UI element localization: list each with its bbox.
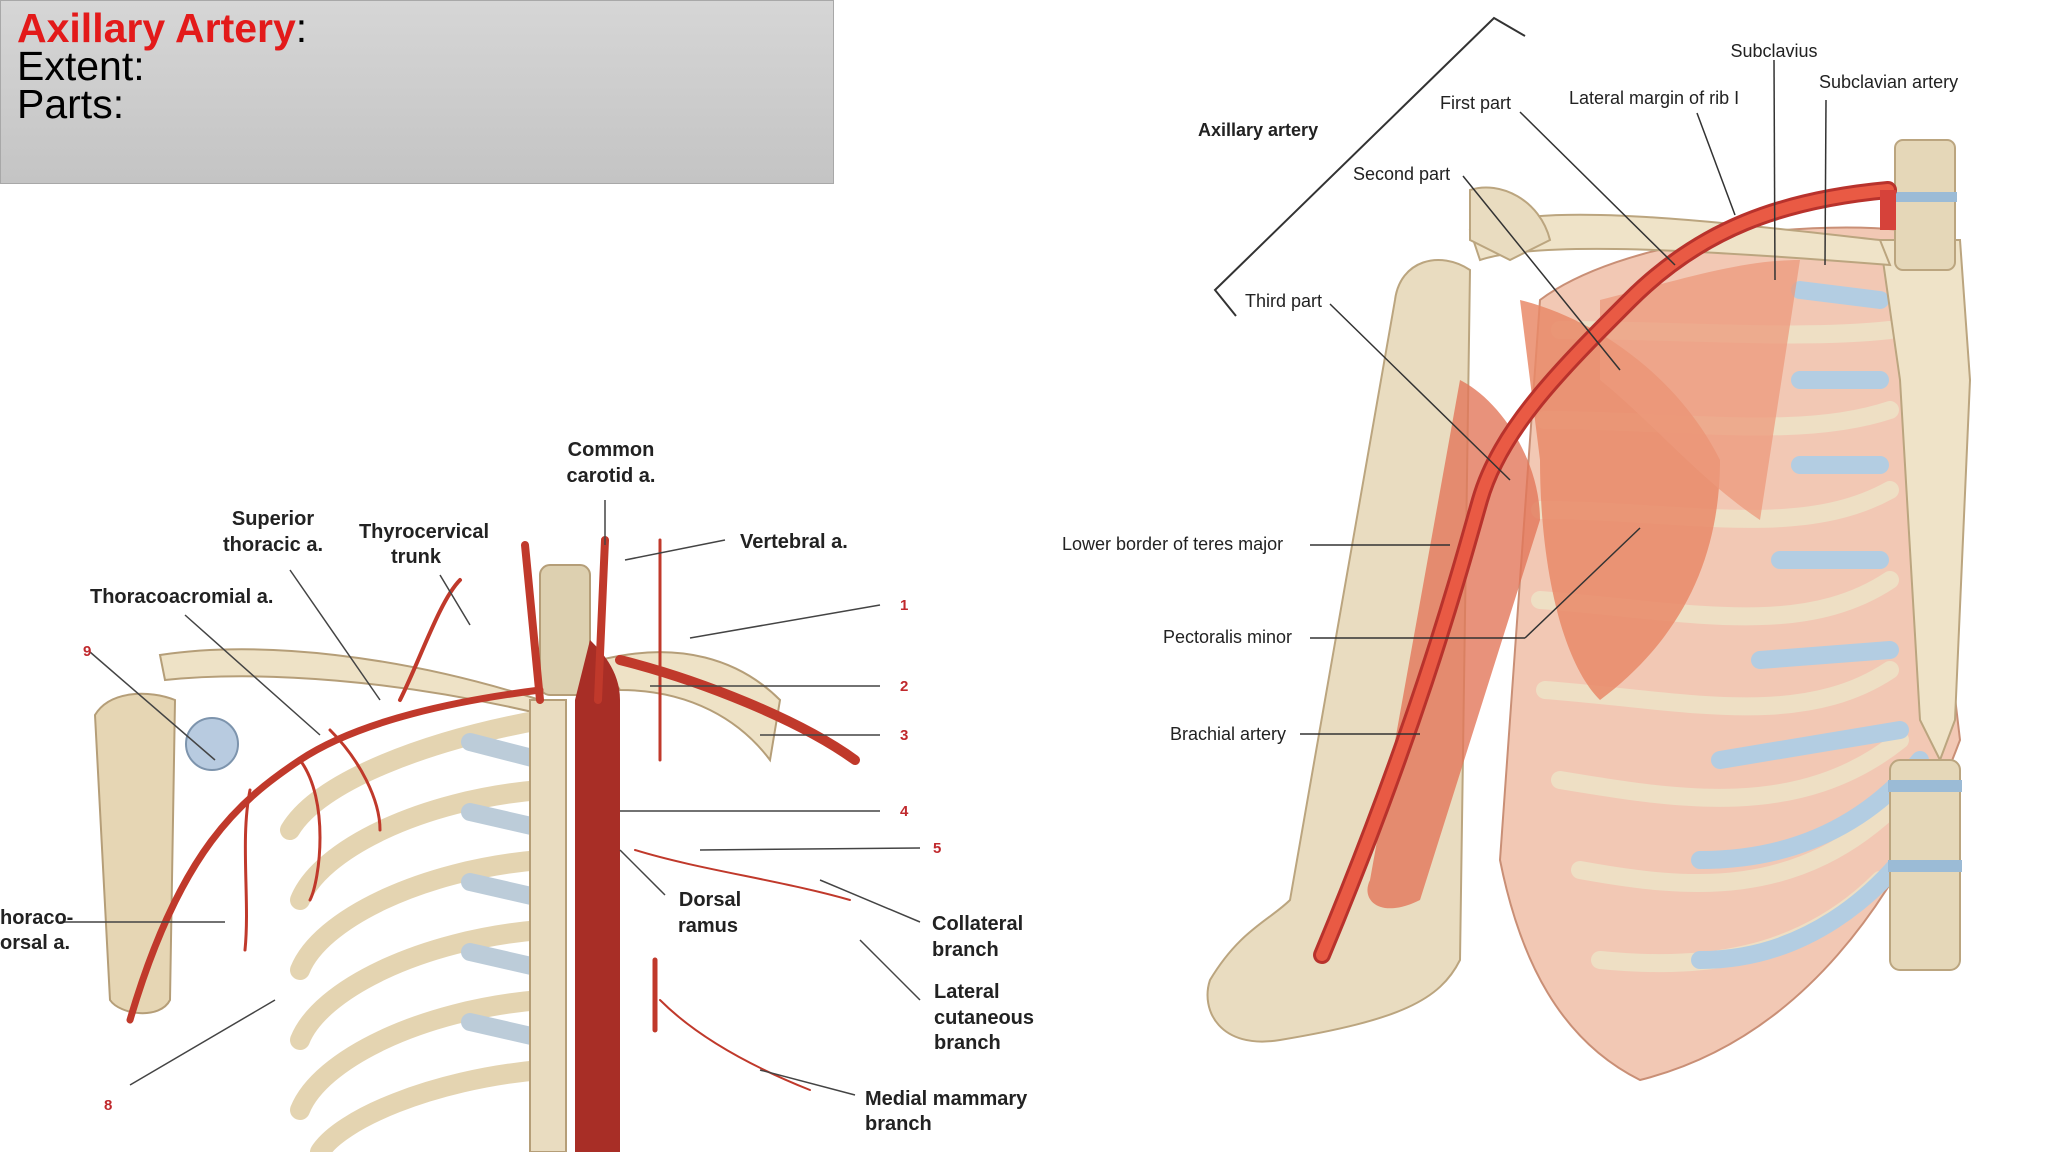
number-5: 5 — [933, 840, 941, 857]
right-clavicle — [1468, 213, 1892, 267]
label-medial-mammary-1: Medial mammary — [865, 1088, 1028, 1110]
number-9: 9 — [83, 643, 91, 660]
label-common-carotid-1: Common — [568, 439, 655, 461]
number-4: 4 — [900, 803, 909, 820]
right-sternum — [1878, 239, 1972, 763]
right-leader-lines — [1300, 59, 1827, 735]
title-line: Axillary Artery: — [17, 8, 833, 49]
label-first-part: First part — [1440, 93, 1511, 113]
label-lateral-cutaneous-2: cutaneous — [934, 1007, 1034, 1029]
number-3: 3 — [900, 727, 908, 744]
label-dorsal-ramus-1: Dorsal — [679, 889, 741, 911]
left-costal-cartilage — [461, 733, 549, 1047]
label-thoracoacromial: Thoracoacromial a. — [90, 586, 273, 608]
label-subclavius: Subclavius — [1730, 41, 1817, 61]
left-number-labels: 1 2 3 4 5 8 9 — [83, 597, 941, 1114]
right-axillary-artery — [1316, 184, 1894, 961]
left-ribs — [280, 710, 550, 1152]
left-aorta — [575, 640, 620, 1152]
label-subclavian-artery: Subclavian artery — [1819, 72, 1958, 92]
left-humerus — [93, 692, 177, 1015]
label-dorsal-ramus-2: ramus — [678, 915, 738, 937]
parts-label: Parts: — [17, 81, 125, 127]
extent-label: Extent: — [17, 43, 145, 89]
label-brachial-artery: Brachial artery — [1170, 724, 1286, 744]
label-collateral-1: Collateral — [932, 913, 1023, 935]
label-axillary-artery: Axillary artery — [1198, 120, 1318, 140]
label-thyrocervical-1: Thyrocervical — [359, 521, 489, 543]
label-vertebral: Vertebral a. — [740, 531, 848, 553]
label-second-part: Second part — [1353, 164, 1450, 184]
label-lateral-cutaneous-1: Lateral — [934, 981, 1000, 1003]
title-box: Axillary Artery: Extent: Parts: — [0, 0, 834, 184]
right-vertebra-top — [1894, 139, 1956, 271]
label-thoracodorsal-2: orsal a. — [0, 932, 70, 954]
slide-title: Axillary Artery — [17, 5, 296, 51]
label-collateral-2: branch — [932, 939, 999, 961]
label-pectoralis-minor: Pectoralis minor — [1163, 627, 1292, 647]
title-colon: : — [295, 5, 308, 51]
left-illustration: Common carotid a. Superior thoracic a. T… — [0, 439, 1034, 1152]
left-leader-lines — [60, 500, 921, 1096]
left-sternum — [529, 699, 567, 1152]
right-subclavius-muscle — [1600, 260, 1800, 520]
label-third-part: Third part — [1245, 291, 1322, 311]
left-vertebrae — [539, 564, 591, 696]
left-labels: Common carotid a. Superior thoracic a. T… — [0, 439, 1034, 1135]
left-arteries — [126, 536, 860, 1091]
right-acromion — [1469, 186, 1552, 262]
label-medial-mammary-2: branch — [865, 1113, 932, 1135]
number-2: 2 — [900, 678, 908, 695]
label-lateral-margin-rib: Lateral margin of rib I — [1569, 88, 1739, 108]
right-labels: Subclavius Subclavian artery Lateral mar… — [1062, 41, 1958, 744]
left-glenoid — [185, 717, 239, 771]
label-superior-thoracic-1: Superior — [232, 508, 314, 530]
label-thoracodorsal-1: horaco- — [0, 907, 73, 929]
number-8: 8 — [104, 1097, 112, 1114]
label-common-carotid-2: carotid a. — [567, 465, 656, 487]
label-lower-border-teres: Lower border of teres major — [1062, 534, 1283, 554]
right-arm-muscle — [1367, 380, 1540, 909]
right-illustration: Subclavius Subclavian artery Lateral mar… — [1062, 16, 1972, 1082]
label-thyrocervical-2: trunk — [391, 546, 442, 568]
number-1: 1 — [900, 597, 908, 614]
label-superior-thoracic-2: thoracic a. — [223, 534, 323, 556]
axillary-artery-bracket — [1213, 16, 1526, 317]
label-lateral-cutaneous-3: branch — [934, 1032, 1001, 1054]
right-discs — [1888, 192, 1962, 872]
left-right-clavicle — [598, 651, 782, 763]
